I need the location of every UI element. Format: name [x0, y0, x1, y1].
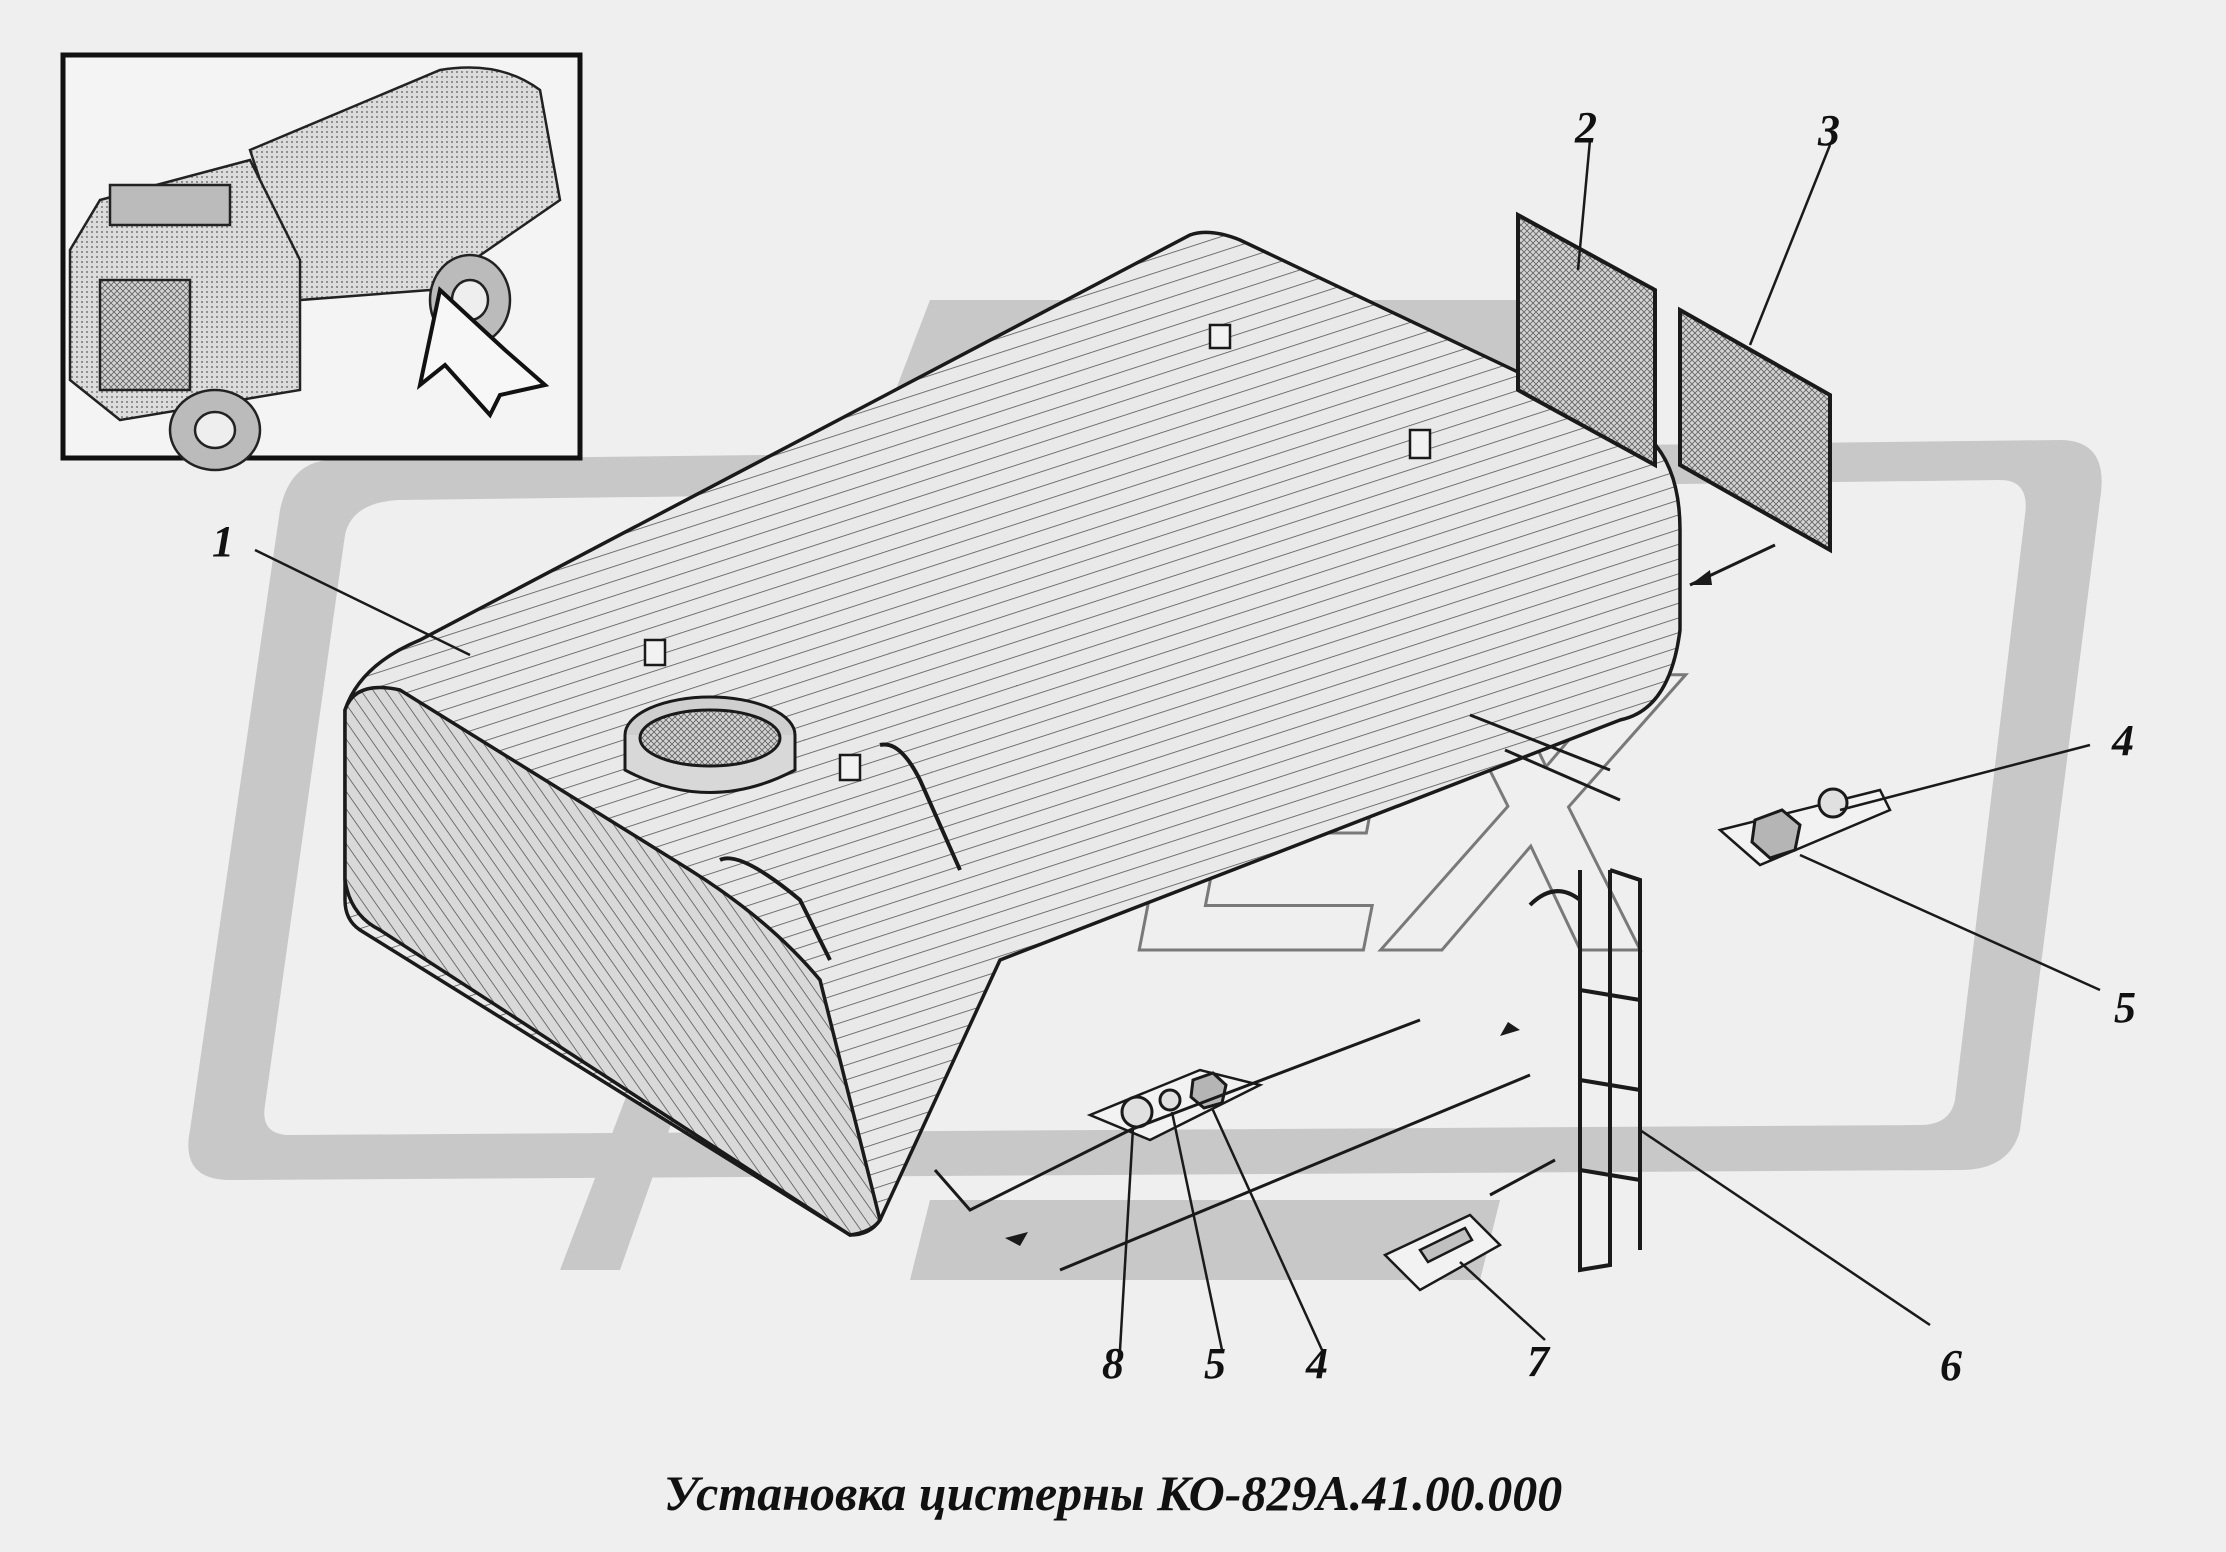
inset-arrow	[416, 286, 550, 419]
leader-6	[1639, 1128, 1931, 1327]
nut-right	[1750, 808, 1802, 860]
callout-6: 6	[1940, 1341, 1962, 1390]
leader-4-bottom	[1210, 1107, 1324, 1351]
callout-5-right: 5	[2114, 983, 2136, 1032]
washer-right	[1817, 787, 1849, 819]
leader-lines	[254, 139, 2101, 1351]
tank-brackets	[643, 323, 1432, 782]
callout-2: 2	[1574, 103, 1597, 152]
leader-4-right	[1839, 743, 2091, 812]
leader-1	[254, 548, 471, 657]
callout-7: 7	[1527, 1337, 1551, 1386]
mesh-panel-3	[1678, 306, 1832, 554]
leader-7	[1459, 1261, 1546, 1341]
watermark-bottom-bar	[910, 1200, 1500, 1280]
leader-5-bottom	[1170, 1111, 1224, 1351]
bolt-7	[1418, 1226, 1474, 1264]
nut-4	[1189, 1071, 1228, 1110]
handrails	[719, 742, 962, 961]
washer-5	[1158, 1088, 1182, 1112]
tank-body	[343, 230, 1682, 1237]
diagram-caption: Установка цистерны КО-829А.41.00.000	[664, 1465, 1563, 1521]
callout-8: 8	[1102, 1339, 1124, 1388]
leader-2	[1576, 139, 1592, 271]
tank-front-end	[343, 685, 882, 1237]
truck-inset	[60, 52, 583, 472]
callout-3: 3	[1817, 106, 1840, 155]
truck-illustration	[68, 66, 562, 472]
fastener-plate-right	[1717, 787, 1892, 867]
callout-4-bottom: 4	[1305, 1339, 1328, 1388]
assembly-arrows	[1005, 570, 1712, 1246]
callout-4-right: 4	[2111, 716, 2134, 765]
leader-8	[1118, 1127, 1135, 1351]
bolt-plate	[1382, 1213, 1503, 1292]
leader-3	[1748, 144, 1832, 346]
callout-5-bottom: 5	[1204, 1339, 1226, 1388]
leader-5-right	[1799, 853, 2101, 992]
mesh-panel-2	[1516, 211, 1657, 469]
ladder	[1528, 868, 1642, 1273]
callout-1: 1	[212, 517, 234, 566]
assembly-lines	[933, 543, 1776, 1272]
filler-neck	[623, 695, 797, 794]
